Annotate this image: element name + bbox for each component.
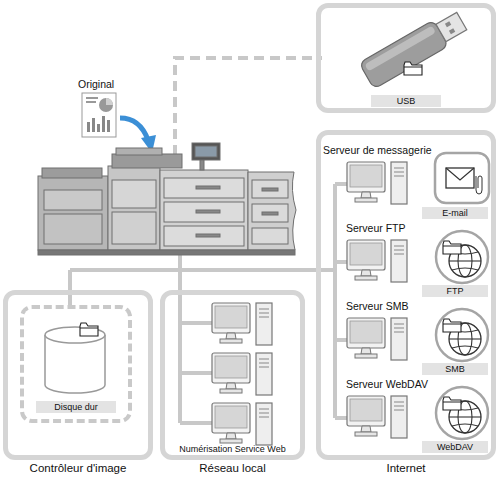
server-row: Serveur FTP FTP (322, 222, 488, 300)
service-label: E-mail (422, 207, 488, 219)
folder-icon (404, 62, 422, 75)
service-label: WebDAV (422, 441, 488, 453)
printer (38, 143, 296, 255)
server-name: Serveur de messagerie (322, 144, 433, 157)
internet-panel: Serveur de messagerieE-mailServeur FTP FT… (316, 130, 496, 460)
wire (70, 58, 347, 423)
usb-stick (359, 8, 469, 89)
service-caption: Numérisation Service Web (162, 444, 303, 455)
original-document (82, 93, 116, 137)
server-name: Serveur WebDAV (345, 378, 429, 391)
usb-panel: USB (316, 3, 496, 113)
panel-title: Réseau local (160, 462, 305, 476)
panel-label: USB (371, 95, 441, 107)
service-label: FTP (422, 285, 488, 297)
service-label: SMB (422, 363, 488, 375)
server-row: Serveur SMB SMB (322, 300, 488, 378)
server-name: Serveur FTP (345, 222, 407, 235)
hard-disk (45, 323, 105, 393)
controller-panel: Disque durContrôleur d'image (3, 290, 153, 460)
server-row: Serveur de messagerieE-mail (322, 144, 488, 222)
server-name: Serveur SMB (345, 300, 409, 313)
document-label: Original (78, 78, 114, 91)
server-row: Serveur WebDAV WebDAV (322, 378, 488, 456)
panel-title: Internet (316, 462, 496, 476)
disk-label: Disque dur (36, 401, 116, 413)
hard-disk-box: Disque dur (20, 305, 132, 423)
lan-panel: Réseau local (160, 290, 305, 460)
panel-title: Contrôleur d'image (3, 462, 153, 476)
